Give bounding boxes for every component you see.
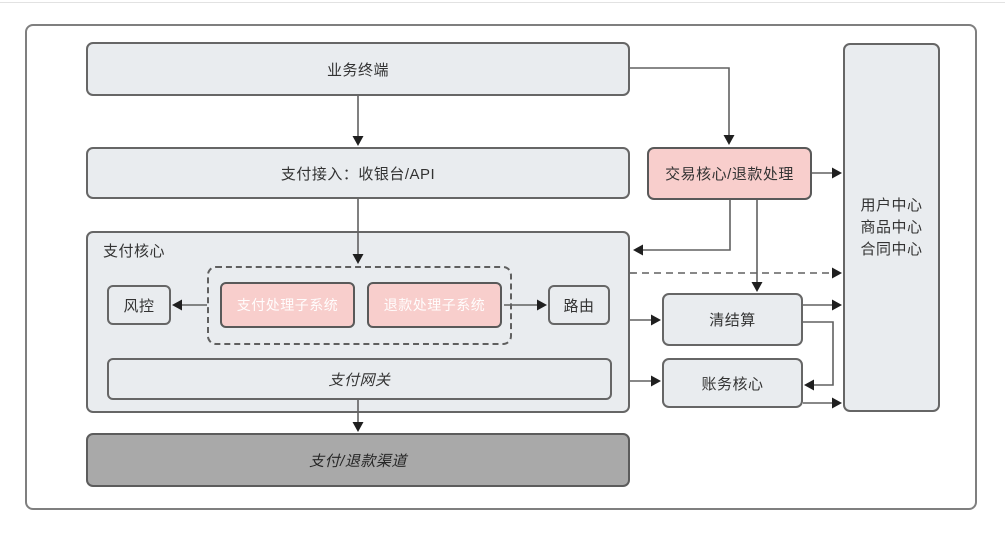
node-business-terminal-label: 业务终端	[326, 61, 389, 79]
node-payment-core-label: 支付核心	[103, 243, 166, 260]
node-clearing-settlement: 清结算	[662, 293, 803, 346]
centers-line-contract: 合同中心	[860, 240, 923, 258]
centers-line-user: 用户中心	[860, 196, 923, 214]
node-business-terminal: 业务终端	[86, 42, 630, 96]
window-top-edge	[0, 2, 1005, 3]
node-payment-channels-label: 支付/退款渠道	[309, 452, 407, 470]
node-accounting-core-label: 账务核心	[701, 375, 764, 393]
node-centers-label: 用户中心 商品中心 合同中心	[860, 195, 922, 261]
node-payment-gateway-label: 支付网关	[328, 371, 391, 389]
node-centers: 用户中心 商品中心 合同中心	[843, 43, 940, 412]
node-risk-control-label: 风控	[123, 297, 155, 315]
node-clearing-settlement-label: 清结算	[709, 312, 756, 329]
node-accounting-core: 账务核心	[662, 358, 803, 408]
node-payment-access: 支付接入：收银台/API	[86, 147, 630, 199]
node-payment-channels: 支付/退款渠道	[86, 433, 630, 487]
node-payment-access-label: 支付接入：收银台/API	[280, 165, 436, 183]
node-transaction-core: 交易核心/退款处理	[647, 147, 812, 200]
node-payment-subsystem-label: 支付处理子系统	[236, 297, 339, 313]
centers-line-product: 商品中心	[860, 218, 923, 236]
node-payment-subsystem: 支付处理子系统	[220, 282, 355, 328]
node-refund-subsystem-label: 退款处理子系统	[383, 297, 486, 313]
node-refund-subsystem: 退款处理子系统	[367, 282, 502, 328]
node-payment-gateway: 支付网关	[107, 358, 612, 400]
node-transaction-core-label: 交易核心/退款处理	[665, 166, 794, 183]
node-routing-label: 路由	[563, 297, 595, 315]
node-routing: 路由	[548, 285, 610, 325]
node-risk-control: 风控	[107, 285, 171, 325]
